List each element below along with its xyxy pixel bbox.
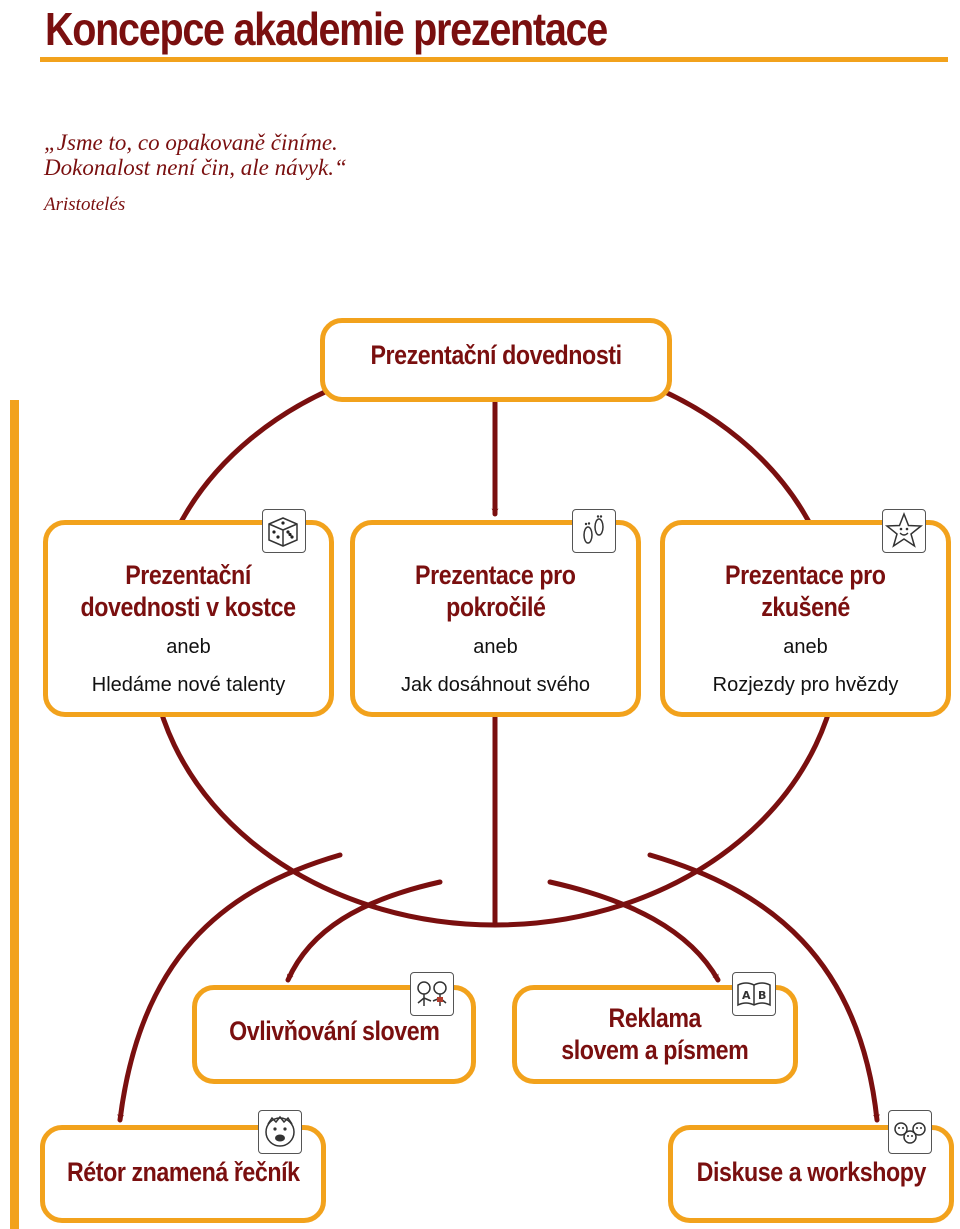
arrow-to-retor [117, 852, 343, 1123]
dice-icon [262, 509, 306, 553]
arrow-to-ovlivnovani [285, 879, 443, 983]
quote-author: Aristotelés [44, 194, 126, 215]
two-people-icon [410, 972, 454, 1016]
footprints-icon [572, 509, 616, 553]
side-accent-bar [10, 400, 19, 1229]
box-kostce: Prezentační dovednosti v kostce aneb Hle… [43, 520, 334, 717]
shouting-face-icon [258, 1110, 302, 1154]
svg-text:B: B [758, 989, 766, 1002]
quote-line-2: Dokonalost není čin, ale návyk.“ [44, 155, 347, 180]
box-retor: Rétor znamená řečník [40, 1125, 326, 1223]
group-faces-icon [888, 1110, 932, 1154]
title-underline [40, 57, 948, 62]
svg-text:A: A [742, 989, 751, 1002]
book-ab-icon: A B [732, 972, 776, 1016]
quote-line-1: „Jsme to, co opakovaně činíme. [44, 130, 338, 155]
page-title: Koncepce akademie prezentace [45, 3, 608, 55]
arrow-to-diskuse [647, 852, 880, 1123]
top-skill-box: Prezentační dovednosti [320, 318, 672, 402]
quote: „Jsme to, co opakovaně činíme. Dokonalos… [44, 130, 347, 180]
arrow-to-reklama [547, 879, 721, 983]
star-icon [882, 509, 926, 553]
